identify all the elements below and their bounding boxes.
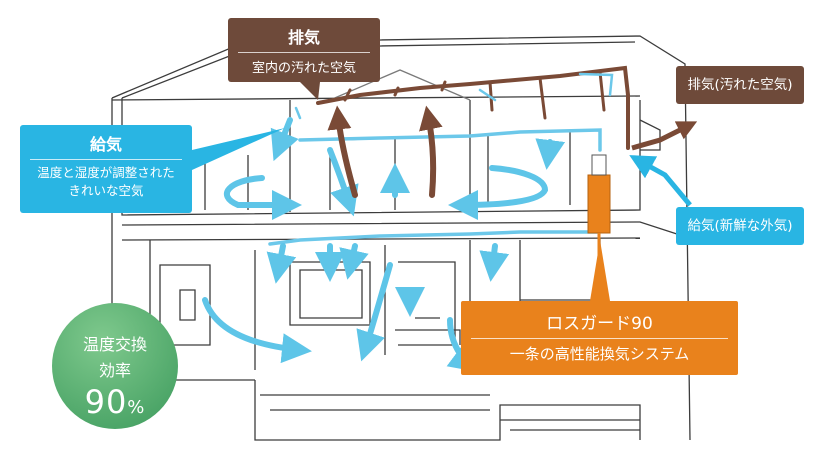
ventilation-unit [587, 154, 611, 301]
exhaust-duct [316, 65, 630, 150]
product-callout: ロスガード90 一条の高性能換気システム [461, 301, 738, 375]
exhaust-callout: 排気 室内の汚れた空気 [228, 18, 380, 82]
efficiency-badge: 温度交換 効率 90% [52, 303, 178, 429]
supply-callout-divider [30, 159, 182, 160]
exhaust-outside-label: 排気(汚れた空気) [676, 66, 804, 104]
badge-value: 90 [84, 383, 128, 421]
supply-outside-label: 給気(新鮮な外気) [676, 207, 804, 245]
badge-value-row: 90% [52, 383, 178, 421]
product-name: ロスガード90 [546, 314, 653, 334]
badge-unit: % [127, 397, 146, 418]
badge-line1: 温度交換 [82, 335, 147, 354]
supply-callout-line1: 温度と湿度が調整された [37, 165, 175, 180]
supply-callout-title: 給気 [89, 135, 122, 154]
product-tagline: 一条の高性能換気システム [509, 345, 690, 363]
product-divider [471, 338, 728, 339]
supply-callout-line2: きれいな空気 [68, 183, 144, 198]
supply-duct [268, 72, 614, 246]
supply-callout-pointer [192, 128, 285, 170]
outdoor-supply-arrow [629, 155, 692, 207]
supply-callout: 給気 温度と湿度が調整された きれいな空気 [20, 125, 192, 213]
exhaust-callout-title: 排気 [287, 28, 320, 47]
exhaust-airflow-arrows [327, 105, 443, 198]
badge-line2: 効率 [98, 361, 131, 380]
exhaust-callout-pointer [300, 82, 320, 100]
exhaust-callout-subtitle: 室内の汚れた空気 [251, 61, 356, 76]
outdoor-exhaust-arrow [631, 121, 698, 151]
exhaust-callout-divider [238, 52, 370, 53]
